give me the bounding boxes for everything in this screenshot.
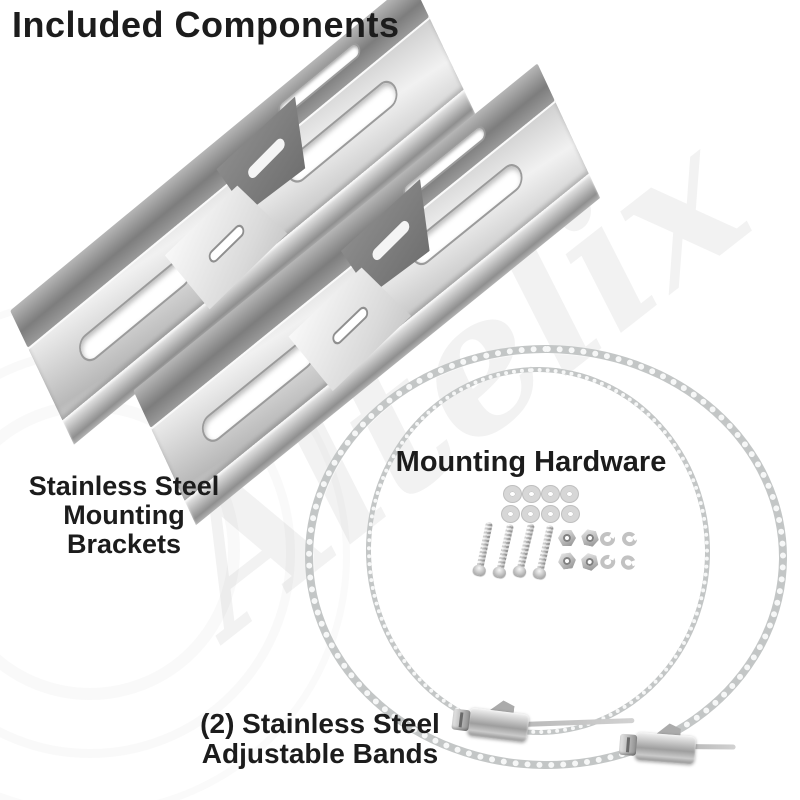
screw-shaft — [517, 522, 535, 570]
flat-washer — [522, 506, 539, 522]
screw-shaft — [476, 521, 493, 568]
brackets-caption-line1: Stainless Steel — [28, 471, 220, 501]
brackets-caption-line2: Mounting Brackets — [63, 500, 185, 559]
hex-nut — [580, 528, 601, 547]
screw-head — [532, 566, 547, 580]
flat-washer — [542, 486, 559, 502]
flat-washer — [523, 486, 540, 502]
flat-washer — [561, 486, 578, 502]
hardware-title: Mounting Hardware — [395, 446, 667, 478]
bolt-row — [471, 521, 554, 582]
washer-row — [504, 486, 578, 502]
split-lock-washer — [617, 552, 639, 573]
split-lock-washer — [620, 529, 639, 549]
hex-nut — [557, 552, 577, 570]
flat-washer — [502, 506, 519, 522]
screw-head — [512, 564, 528, 578]
flat-washer — [562, 506, 579, 522]
screw-shaft — [496, 523, 514, 571]
machine-screw — [532, 524, 555, 583]
split-lock-washer — [598, 553, 617, 571]
screw-head — [492, 565, 507, 579]
brackets-caption: Stainless Steel Mounting Brackets — [6, 472, 242, 559]
bands-caption-line2: Adjustable Bands — [201, 738, 439, 769]
bands-caption-line1: (2) Stainless Steel — [200, 708, 440, 739]
washer-row — [502, 506, 579, 522]
screw-shaft — [536, 524, 554, 572]
hex-nut-group — [558, 530, 599, 569]
machine-screw — [492, 523, 515, 582]
screw-head — [471, 563, 487, 577]
hex-nut — [558, 530, 576, 546]
split-lock-washer — [600, 532, 615, 546]
page-title: Included Components — [12, 4, 400, 45]
hex-nut — [579, 552, 601, 573]
machine-screw — [471, 521, 494, 580]
flat-washer — [504, 486, 521, 502]
flat-washer — [542, 506, 559, 522]
bands-caption: (2) Stainless Steel Adjustable Bands — [200, 709, 440, 769]
lock-washer-group — [598, 529, 639, 573]
